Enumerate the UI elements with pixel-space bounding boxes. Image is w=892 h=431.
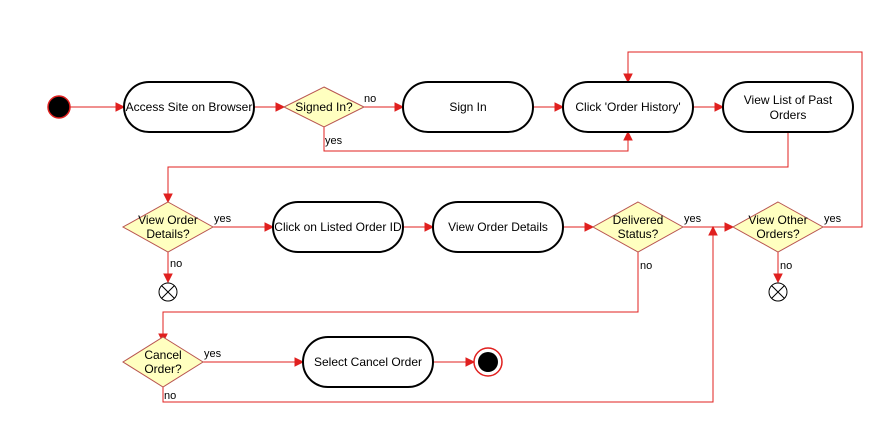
label-cancel-no: no <box>164 390 176 402</box>
decision-view-other-orders-label-2: Orders? <box>756 227 800 241</box>
flow-final-node-left <box>158 282 178 302</box>
label-other-orders-no: no <box>780 260 792 272</box>
arrowhead <box>708 225 718 236</box>
label-signed-in-yes: yes <box>325 135 343 147</box>
arrowhead <box>623 73 633 84</box>
node-view-past-orders-label-2: Orders <box>770 108 807 122</box>
edge-otherorders-yes-orderhistory <box>627 51 863 228</box>
decision-view-order-details-label-2: Details? <box>146 227 190 241</box>
node-sign-in-label: Sign In <box>449 100 486 114</box>
node-view-past-orders: View List of Past Orders <box>722 81 854 133</box>
label-delivered-yes: yes <box>684 213 702 225</box>
node-view-past-orders-label-1: View List of Past <box>744 93 833 107</box>
decision-cancel-order-label-1: Cancel <box>144 348 181 362</box>
label-view-details-yes: yes <box>214 213 232 225</box>
arrowhead <box>554 102 565 112</box>
node-view-order-details: View Order Details <box>432 201 564 253</box>
label-other-orders-yes: yes <box>824 213 842 225</box>
edge-cancelq-no-merge <box>162 232 714 403</box>
arrowhead <box>714 102 725 112</box>
edge-delivered-no-cancelq <box>162 252 639 337</box>
arrowhead <box>584 222 595 232</box>
edge-pastorders-viewdetailsq <box>167 132 789 197</box>
node-view-order-details-label: View Order Details <box>448 220 548 234</box>
decision-delivered-status: Delivered Status? <box>591 201 685 253</box>
node-click-listed-order-label: Click on Listed Order ID <box>274 220 402 234</box>
decision-view-other-orders-label-1: View Other <box>748 213 807 227</box>
node-click-order-history: Click 'Order History' <box>562 81 694 133</box>
decision-signed-in: Signed In? <box>282 86 366 128</box>
arrowhead <box>465 357 476 367</box>
edge-signedin-yes-orderhistory <box>323 127 629 152</box>
decision-view-other-orders: View Other Orders? <box>731 201 825 253</box>
decision-cancel-order: Cancel Order? <box>122 336 204 388</box>
node-click-order-history-label: Click 'Order History' <box>575 100 680 114</box>
arrowhead <box>424 222 435 232</box>
decision-view-order-details: View Order Details? <box>121 201 215 253</box>
end-node <box>473 347 503 377</box>
label-delivered-no: no <box>640 260 652 272</box>
arrowhead <box>264 222 275 232</box>
arrowhead <box>294 357 305 367</box>
arrowhead <box>724 222 735 232</box>
arrowhead <box>115 102 126 112</box>
node-access-site: Access Site on Browser <box>123 81 255 133</box>
node-select-cancel-order-label: Select Cancel Order <box>314 355 422 369</box>
arrowhead <box>623 130 633 141</box>
arrowhead <box>275 102 286 112</box>
flow-final-node-right <box>768 282 788 302</box>
arrowhead <box>773 273 783 284</box>
start-node <box>47 95 71 119</box>
decision-delivered-status-label-1: Delivered <box>613 213 664 227</box>
arrowhead <box>163 273 173 284</box>
label-signed-in-no: no <box>364 93 376 105</box>
decision-view-order-details-label-1: View Order <box>138 213 198 227</box>
label-cancel-yes: yes <box>204 348 222 360</box>
label-view-details-no: no <box>170 258 182 270</box>
node-select-cancel-order: Select Cancel Order <box>302 336 434 388</box>
decision-signed-in-label: Signed In? <box>295 100 353 114</box>
decision-cancel-order-label-2: Order? <box>144 362 182 376</box>
arrowhead <box>394 102 405 112</box>
node-click-listed-order: Click on Listed Order ID <box>272 201 404 253</box>
node-access-site-label: Access Site on Browser <box>126 100 253 114</box>
edge-labels: no yes yes no yes no yes no yes no <box>164 93 842 402</box>
node-sign-in: Sign In <box>402 81 534 133</box>
arrowhead <box>163 193 173 204</box>
decision-delivered-status-label-2: Status? <box>618 227 659 241</box>
